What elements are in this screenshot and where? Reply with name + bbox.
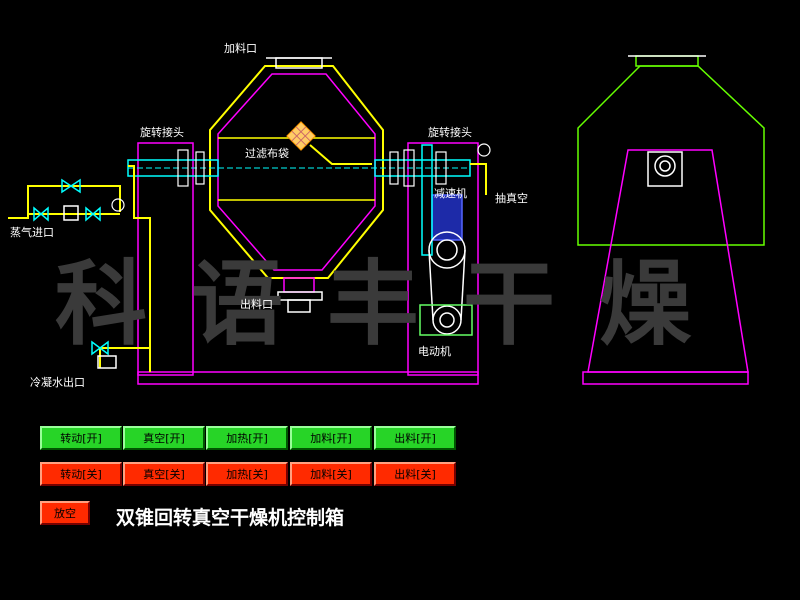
label-steam-inlet: 蒸气进口 bbox=[10, 226, 54, 239]
pressure-gauge-right bbox=[477, 143, 491, 157]
side-view-cone bbox=[577, 65, 765, 246]
feed-off-button[interactable]: 加料[关] bbox=[290, 462, 372, 486]
discharge-off-button[interactable]: 出料[关] bbox=[374, 462, 456, 486]
steam-valves bbox=[33, 178, 117, 369]
label-feed-inlet: 加料口 bbox=[224, 42, 257, 55]
vessel-body bbox=[217, 73, 376, 271]
vessel-jacket bbox=[209, 65, 384, 279]
pressure-gauge-left bbox=[111, 198, 125, 212]
feed-on-button[interactable]: 加料[开] bbox=[290, 426, 372, 450]
base-frame bbox=[137, 142, 479, 385]
label-rotary-joint-right: 旋转接头 bbox=[428, 126, 472, 139]
rotary-shaft bbox=[127, 149, 471, 187]
vessel bbox=[209, 57, 384, 313]
label-motor: 电动机 bbox=[418, 345, 451, 358]
discharge-on-button[interactable]: 出料[开] bbox=[374, 426, 456, 450]
motor-body bbox=[419, 304, 473, 336]
vent-button[interactable]: 放空 bbox=[40, 501, 90, 525]
vacuum-piping bbox=[470, 163, 487, 195]
heat-on-button[interactable]: 加热[开] bbox=[206, 426, 288, 450]
label-reducer: 减速机 bbox=[434, 187, 467, 200]
label-rotary-joint-left: 旋转接头 bbox=[140, 126, 184, 139]
label-filter-bag: 过滤布袋 bbox=[245, 147, 289, 160]
watermark: 科语丰干燥 bbox=[55, 251, 736, 358]
side-view-hub bbox=[654, 155, 676, 177]
vacuum-on-button[interactable]: 真空[开] bbox=[123, 426, 205, 450]
control-panel-title: 双锥回转真空干燥机控制箱 bbox=[116, 507, 345, 529]
filter-bag bbox=[286, 121, 316, 151]
label-vacuum-extraction: 抽真空 bbox=[495, 192, 528, 205]
rotate-on-button[interactable]: 转动[开] bbox=[40, 426, 122, 450]
heat-off-button[interactable]: 加热[关] bbox=[206, 462, 288, 486]
rotate-off-button[interactable]: 转动[关] bbox=[40, 462, 122, 486]
label-condensate-outlet: 冷凝水出口 bbox=[30, 376, 85, 389]
steam-piping bbox=[8, 165, 151, 372]
vacuum-off-button[interactable]: 真空[关] bbox=[123, 462, 205, 486]
side-view bbox=[577, 55, 765, 385]
label-discharge-port: 出料口 bbox=[240, 298, 273, 311]
drive-assembly bbox=[419, 144, 473, 336]
filter-bag-pipe bbox=[309, 144, 372, 165]
